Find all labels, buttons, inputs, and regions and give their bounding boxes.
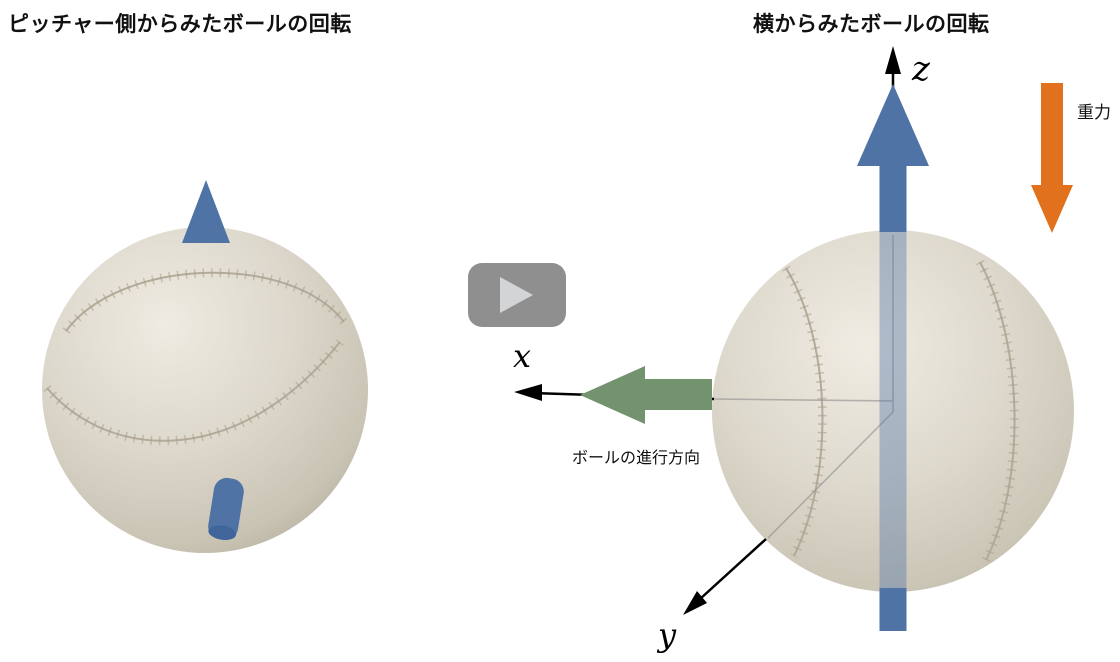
left-panel-title: ピッチャー側からみたボールの回転: [8, 13, 352, 36]
play-icon: [500, 277, 533, 313]
x-axis-arrowhead: [514, 384, 542, 401]
ball-direction-arrow: [580, 366, 712, 424]
gravity-label: 重力: [1077, 103, 1111, 122]
left-baseball-stitches-lower: [43, 339, 344, 446]
ball-direction-label: ボールの進行方向: [572, 449, 700, 467]
inner-x-axis-line: [713, 398, 894, 402]
left-baseball: [42, 180, 368, 553]
right-panel-title: 横からみたボールの回転: [753, 13, 990, 36]
ball-direction-arrowhead: [580, 366, 645, 424]
ball-direction-arrow-shaft: [645, 379, 712, 410]
x-axis-label: x: [513, 337, 531, 375]
left-spin-axis-cylinder-shaft: [208, 477, 244, 541]
right-spin-axis-arrowhead: [857, 84, 929, 166]
right-spin-axis-shaft-lower: [879, 588, 907, 631]
right-spin-axis-shaft-translucent: [879, 232, 907, 588]
y-axis-line: [699, 538, 767, 600]
z-axis-label: z: [911, 49, 931, 89]
inner-y-axis-line: [767, 411, 894, 539]
left-baseball-body: [42, 227, 368, 553]
play-button[interactable]: [468, 263, 566, 327]
right-baseball-seam-right: [979, 261, 1016, 561]
right-spin-axis-shaft-upper: [879, 166, 907, 232]
z-axis-arrowhead: [885, 46, 901, 74]
play-icon-triangle: [500, 277, 533, 313]
right-spin-axis-arrow: [857, 84, 929, 631]
gravity-arrow-shaft: [1041, 83, 1063, 185]
left-spin-axis-cylinder-cap: [208, 525, 237, 540]
left-baseball-seam-upper: [65, 271, 345, 332]
right-baseball-stitches-left: [782, 265, 827, 558]
y-axis-label: y: [656, 616, 677, 654]
gravity-arrowhead: [1031, 185, 1073, 233]
left-spin-axis-cylinder: [208, 477, 244, 541]
inner-axis-lines: [713, 235, 894, 539]
y-axis-arrowhead: [683, 591, 707, 615]
gravity-arrow: [1031, 83, 1073, 233]
left-spin-axis-arrowhead: [182, 180, 230, 243]
